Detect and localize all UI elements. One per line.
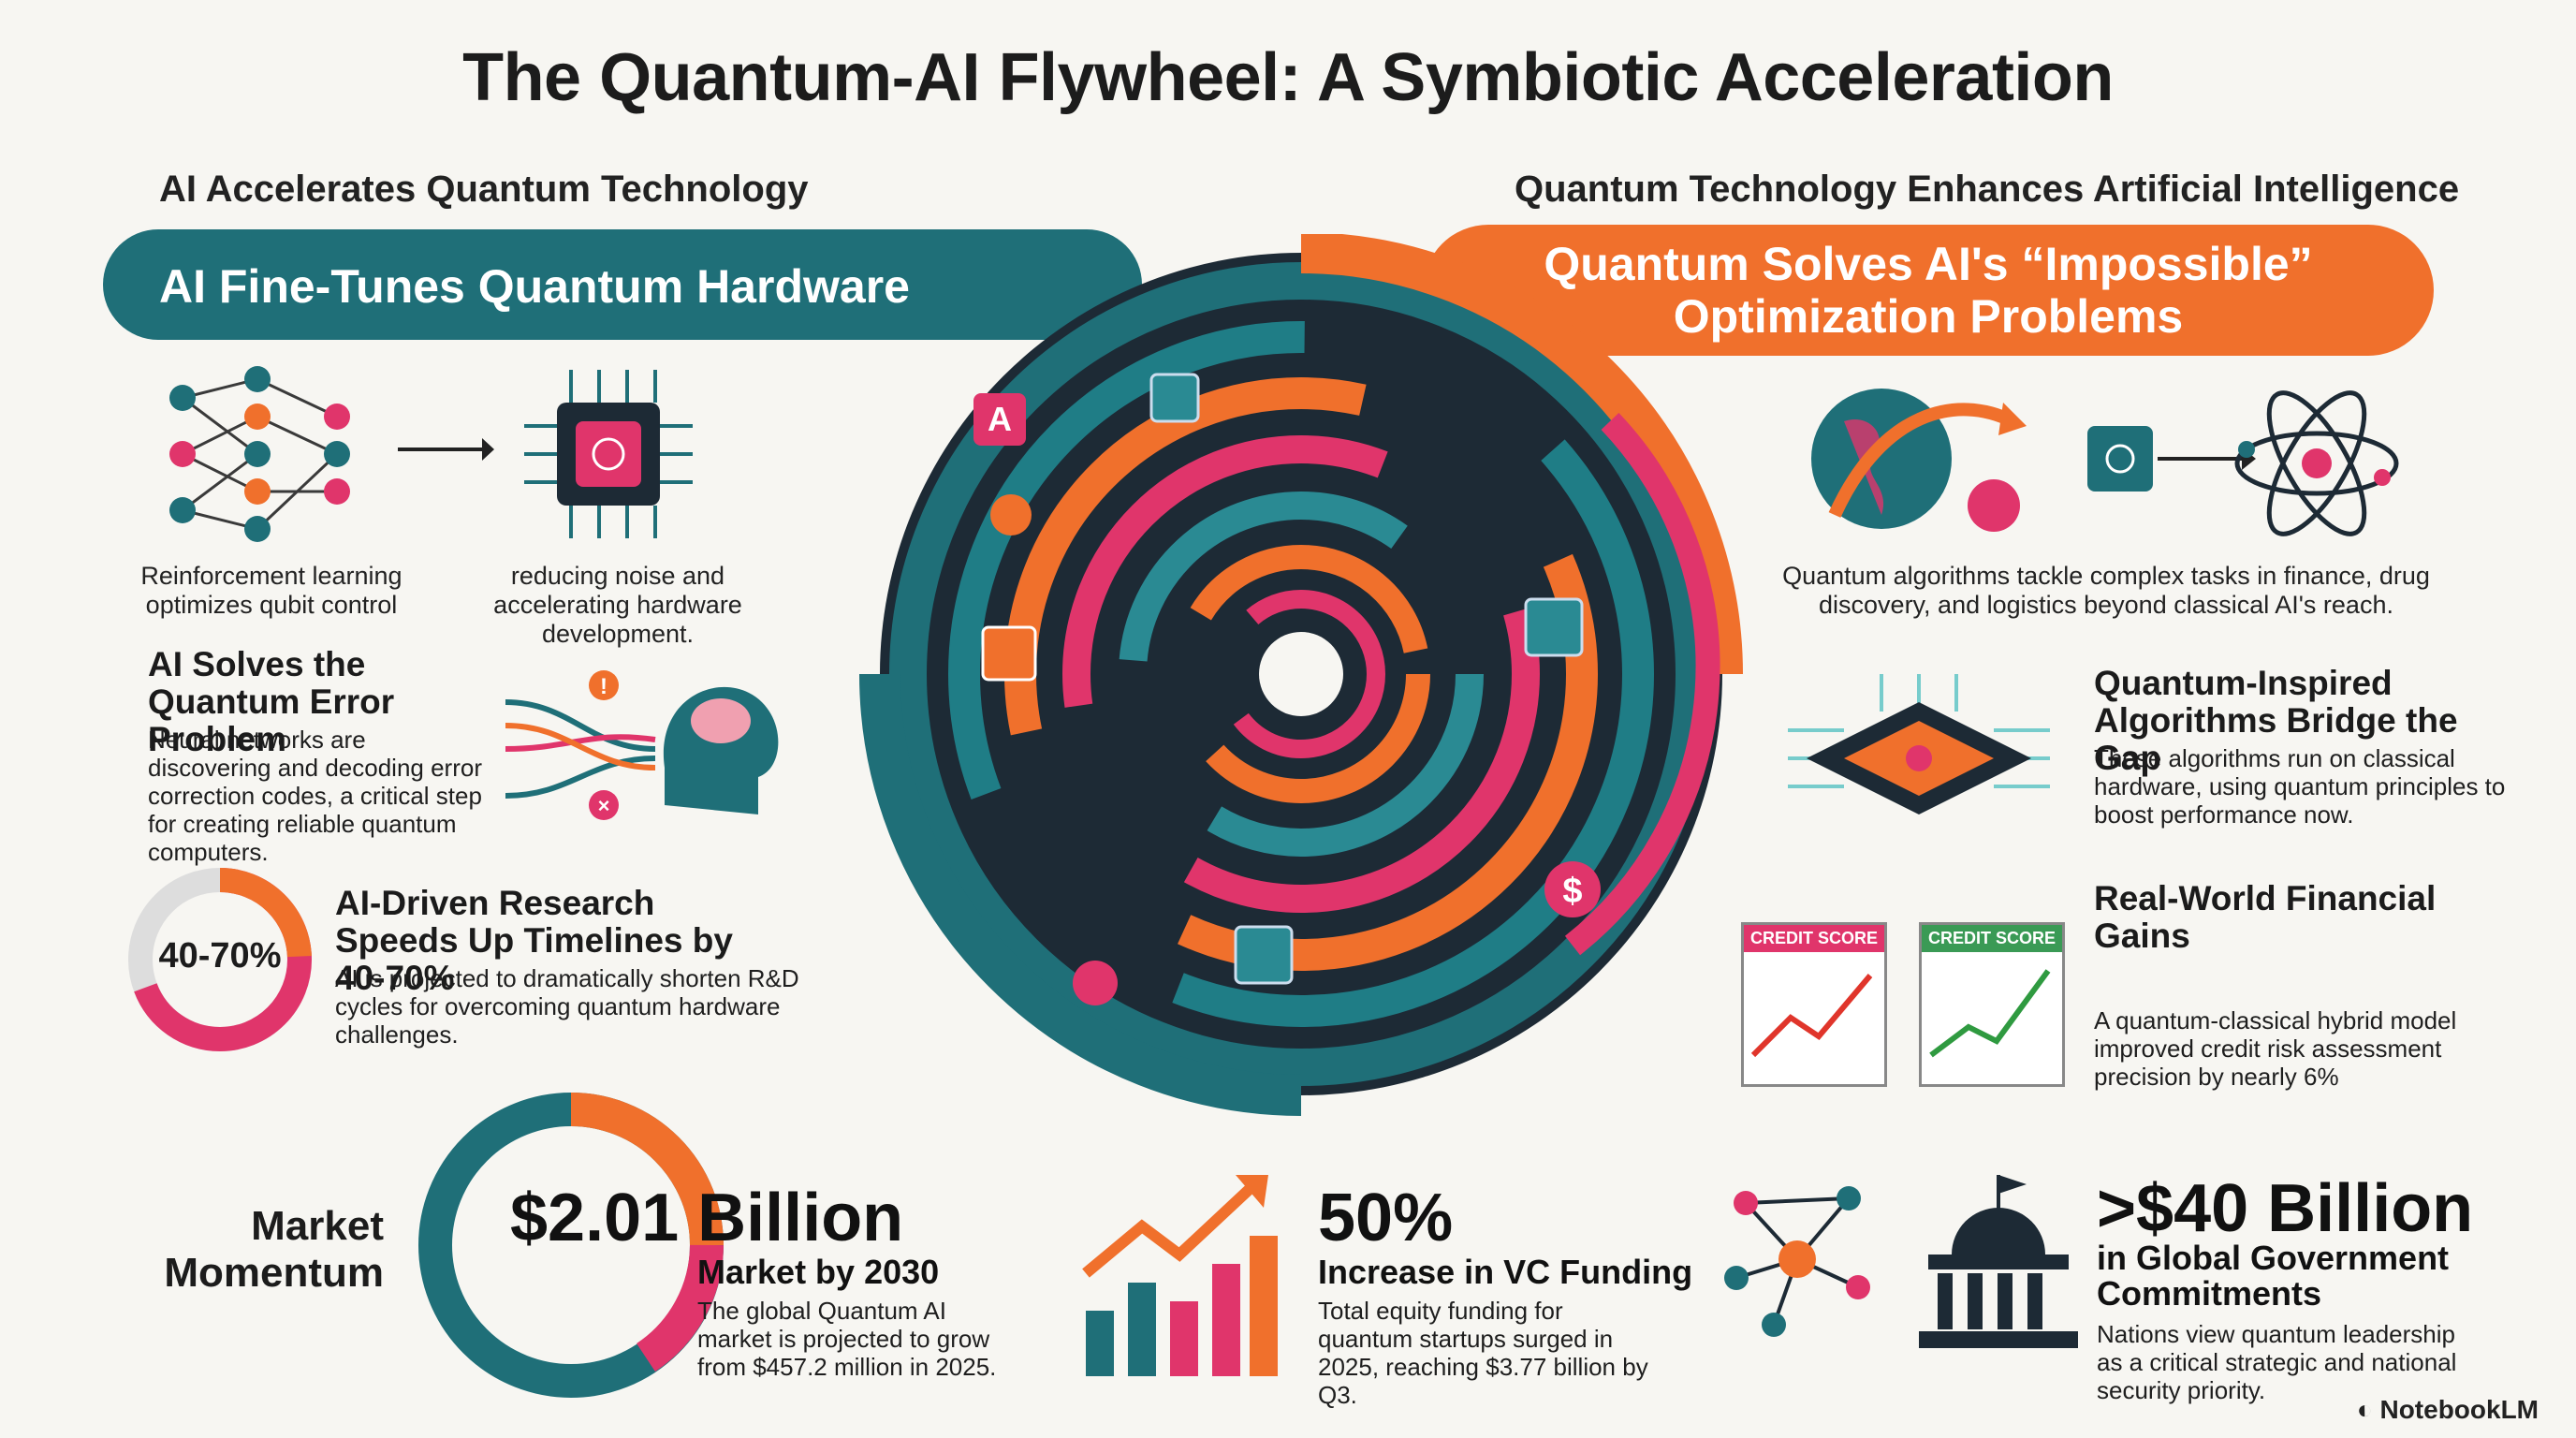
gov-value: >$40 Billion <box>2097 1171 2474 1246</box>
credit-card-2: CREDIT SCORE <box>1919 922 2065 1087</box>
finance-text: A quantum-classical hybrid model improve… <box>2094 1006 2457 1091</box>
vc-sub: Increase in VC Funding <box>1318 1253 1693 1291</box>
notebooklm-logo: ◐ NotebookLM <box>2357 1395 2539 1425</box>
svg-text:×: × <box>598 794 610 817</box>
right-banner: Quantum Solves AI's “Impossible” Optimiz… <box>1423 225 2434 356</box>
vc-text: Total equity funding for quantum startup… <box>1318 1297 1648 1409</box>
research-percent: 40-70% <box>158 936 282 976</box>
network-icon <box>1724 1186 1870 1337</box>
neural-network-icon <box>169 366 350 542</box>
classical-chip-icon <box>1788 674 2050 814</box>
atom-icon <box>2234 390 2399 536</box>
government-building-icon <box>1919 1175 2078 1348</box>
flywheel-swirl: A $ <box>859 234 1743 1116</box>
page-title: The Quantum-AI Flywheel: A Symbiotic Acc… <box>462 40 2114 115</box>
swirl-a-icon: A <box>988 400 1012 438</box>
inspired-title: Quantum-Inspired Algorithms Bridge the G… <box>2094 664 2458 777</box>
rl-caption: Reinforcement learning optimizes qubit c… <box>140 562 402 619</box>
hardware-caption: reducing noise and accelerating hardware… <box>493 562 742 648</box>
market-value: $2.01 Billion <box>510 1181 904 1255</box>
credit-score-badge: CREDIT SCORE <box>1744 925 1884 952</box>
market-sub: Market by 2030 <box>697 1253 940 1291</box>
inspired-text: These algorithms run on classical hardwa… <box>2094 744 2506 829</box>
gov-text: Nations view quantum leadership as a cri… <box>2097 1320 2457 1404</box>
research-text: AI is projected to dramatically shorten … <box>335 964 799 1049</box>
quantum-algorithms-caption: Quantum algorithms tackle complex tasks … <box>1782 562 2430 619</box>
error-text: Neural networks are discovering and deco… <box>148 726 482 866</box>
left-section-heading: AI Accelerates Quantum Technology <box>159 169 809 210</box>
research-donut-chart <box>128 868 312 1051</box>
quantum-process-icon <box>2087 426 2256 492</box>
market-ring <box>418 1093 724 1398</box>
finance-title: Real-World Financial Gains <box>2094 879 2437 955</box>
arrow-right-icon <box>398 438 494 461</box>
error-title: AI Solves the Quantum Error Problem <box>148 645 395 758</box>
right-banner-label: Quantum Solves AI's “Impossible” Optimiz… <box>1544 238 2313 343</box>
quantum-chip-icon <box>524 370 693 538</box>
market-text: The global Quantum AI market is projecte… <box>697 1297 997 1381</box>
left-banner-label: AI Fine-Tunes Quantum Hardware <box>159 260 910 313</box>
red-trend-icon <box>1750 974 1873 1058</box>
notebooklm-icon: ◐ <box>2356 1395 2380 1424</box>
credit-card-1: CREDIT SCORE <box>1741 922 1887 1087</box>
right-section-heading: Quantum Technology Enhances Artificial I… <box>1515 169 2460 210</box>
svg-text:!: ! <box>600 674 607 699</box>
brain-head-icon: ! × <box>505 670 779 820</box>
bar-growth-icon <box>1082 1175 1278 1376</box>
credit-score-badge-2: CREDIT SCORE <box>1922 925 2062 952</box>
green-trend-icon <box>1929 969 2051 1058</box>
brand-label: NotebookLM <box>2379 1395 2539 1424</box>
left-banner: AI Fine-Tunes Quantum Hardware <box>103 229 1142 340</box>
dollar-icon: $ <box>1562 872 1582 911</box>
vc-value: 50% <box>1318 1181 1454 1255</box>
research-title: AI-Driven Research Speeds Up Timelines b… <box>335 884 733 997</box>
gov-sub: in Global Government Commitments <box>2097 1239 2450 1313</box>
globe-icon <box>1811 389 2027 532</box>
market-label: Market Momentum <box>164 1203 384 1296</box>
